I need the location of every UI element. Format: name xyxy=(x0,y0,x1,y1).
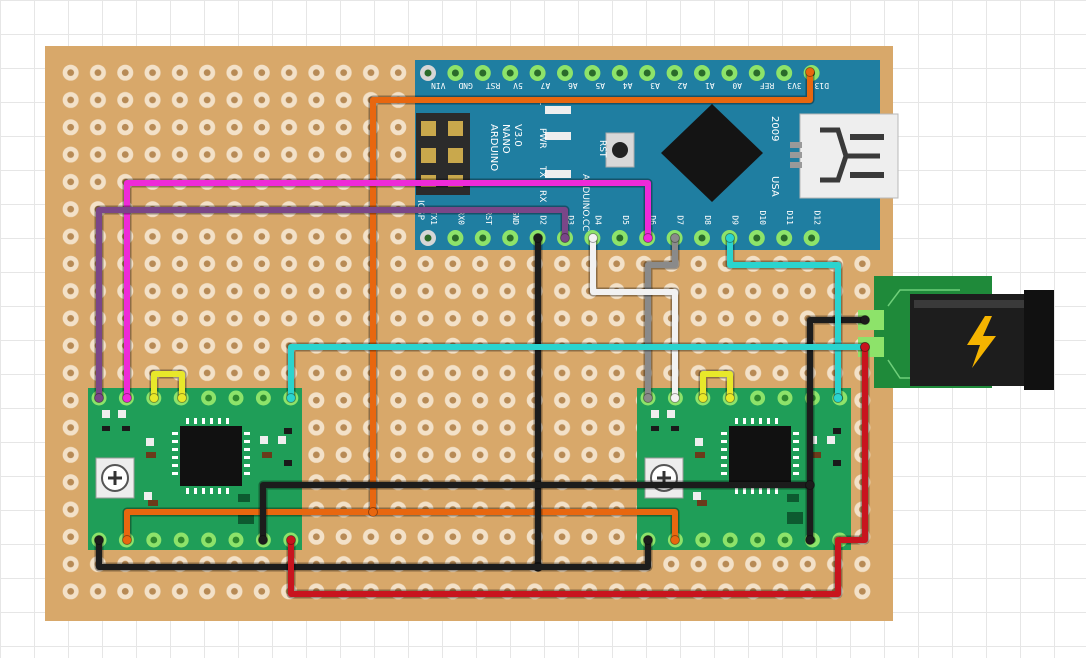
nano-bottom-pin-label: D8 xyxy=(703,215,712,225)
nano-top-pin-label: A0 xyxy=(732,81,742,90)
nano-top-pin-label: A1 xyxy=(705,81,715,90)
nano-top-pin-label: 3V3 xyxy=(787,81,802,90)
wire-endpoint xyxy=(643,393,653,403)
wire-vmot-red[interactable] xyxy=(286,342,870,599)
nano-bottom-pin-label: D11 xyxy=(785,211,794,226)
wire-endpoint xyxy=(833,393,843,403)
wire-endpoint xyxy=(670,393,680,403)
stepper-driver-2 xyxy=(637,388,851,550)
nano-country-label: USA xyxy=(769,176,780,197)
nano-bottom-pin-label: D9 xyxy=(730,215,739,225)
nano-bottom-pin-label: GND xyxy=(511,211,520,226)
wire-endpoint xyxy=(643,535,653,545)
wire-endpoint xyxy=(533,233,543,243)
nano-bottom-pin-label: D6 xyxy=(648,215,657,225)
trimpot-icon[interactable] xyxy=(95,457,135,499)
wire-driver2-orange[interactable] xyxy=(368,507,680,545)
nano-bottom-pin-label: RX0 xyxy=(456,211,465,226)
nano-top-pin-label: A4 xyxy=(623,81,633,90)
lightning-bolt-icon xyxy=(967,316,996,368)
wire-endpoint xyxy=(725,233,735,243)
nano-top-pin-label: REF xyxy=(760,81,775,90)
wire-gnd-black[interactable] xyxy=(533,233,543,572)
wire-gnd-drop-black[interactable] xyxy=(805,480,815,545)
wire-d6-gray[interactable] xyxy=(643,233,680,403)
nano-top-pin-label: A6 xyxy=(568,81,578,90)
nano-top-pin-label: D13 xyxy=(814,81,829,90)
pwr-led xyxy=(545,132,571,140)
nano-bottom-pin-label: D2 xyxy=(539,215,548,225)
nano-top-pin-label: 5V xyxy=(513,81,523,90)
wire-endpoint xyxy=(286,535,296,545)
driver-chip xyxy=(729,426,791,486)
wire-endpoint xyxy=(805,535,815,545)
wire-endpoint xyxy=(149,393,159,403)
usb-mini-connector xyxy=(790,113,899,199)
nano-bottom-pin-label: RST xyxy=(484,211,493,226)
wire-endpoint xyxy=(725,393,735,403)
nano-top-pin-label: GND xyxy=(458,81,473,90)
nano-name-line2: NANO xyxy=(500,124,511,154)
wire-jumper-yellow-1[interactable] xyxy=(149,369,187,403)
wire-d8-cyan[interactable] xyxy=(725,233,843,403)
stepper-driver-1 xyxy=(88,388,302,550)
driver-chip xyxy=(180,426,242,486)
nano-rst-label: RST xyxy=(597,140,607,158)
nano-top-pin-label: A7 xyxy=(540,81,550,90)
wire-endpoint xyxy=(286,393,296,403)
nano-bottom-pin-label: D3 xyxy=(566,215,575,225)
wire-endpoint xyxy=(258,535,268,545)
l-led xyxy=(545,106,571,114)
wire-jumper-yellow-2[interactable] xyxy=(698,369,735,403)
nano-pwr-label: PWR xyxy=(537,128,547,149)
nano-bottom-pin-label: D10 xyxy=(758,211,767,226)
wire-endpoint xyxy=(588,233,598,243)
nano-name-line3: V3.0 xyxy=(512,124,523,147)
wire-d2-purple[interactable] xyxy=(94,205,570,403)
nano-name-line1: ARDUINO xyxy=(488,124,499,171)
trimpot-icon[interactable] xyxy=(644,457,684,499)
wire-endpoint xyxy=(860,315,870,325)
wire-endpoint xyxy=(368,507,378,517)
wire-endpoint xyxy=(670,535,680,545)
nano-bottom-pin-label: D5 xyxy=(621,215,630,225)
nano-bottom-pin-label: D4 xyxy=(593,215,602,225)
dc-barrel-jack xyxy=(858,276,1054,390)
nano-bottom-pin-label: TX1 xyxy=(429,211,438,226)
wire-endpoint xyxy=(698,393,708,403)
wire-gnd-bus-black[interactable] xyxy=(94,535,653,572)
nano-year-label: 2009 xyxy=(769,116,780,141)
wire-endpoint xyxy=(122,535,132,545)
wire-endpoint xyxy=(177,393,187,403)
nano-bottom-pin-label: D7 xyxy=(676,215,685,225)
wire-endpoint xyxy=(94,393,104,403)
wire-endpoint xyxy=(94,535,104,545)
nano-site-label: ARDUINO.CC xyxy=(580,174,590,231)
wire-endpoint xyxy=(560,233,570,243)
nano-top-pin-label: A3 xyxy=(650,81,660,90)
wire-endpoint xyxy=(670,233,680,243)
wire-d5-magenta[interactable] xyxy=(122,178,653,403)
arduino-nano: ARDUINO NANO V3.0 ARDUINO.CC RST PWR L T… xyxy=(415,60,899,250)
nano-bottom-pin-label: D12 xyxy=(813,211,822,226)
nano-rx-label: RX xyxy=(537,190,547,202)
wire-endpoint xyxy=(805,67,815,77)
nano-top-pin-label: A5 xyxy=(595,81,605,90)
wire-endpoint xyxy=(805,480,815,490)
nano-top-pin-label: VIN xyxy=(431,81,446,90)
wire-endpoint xyxy=(122,393,132,403)
tx-led xyxy=(545,170,571,178)
nano-top-pin-label: RST xyxy=(486,81,501,90)
microcontroller-chip xyxy=(661,104,763,202)
wire-endpoint xyxy=(643,233,653,243)
nano-top-pin-label: A2 xyxy=(677,81,687,90)
wire-endpoint xyxy=(860,342,870,352)
wire-layer xyxy=(94,67,870,599)
nano-tx-label: TX xyxy=(537,165,547,178)
wire-3v3-orange[interactable] xyxy=(122,67,815,545)
